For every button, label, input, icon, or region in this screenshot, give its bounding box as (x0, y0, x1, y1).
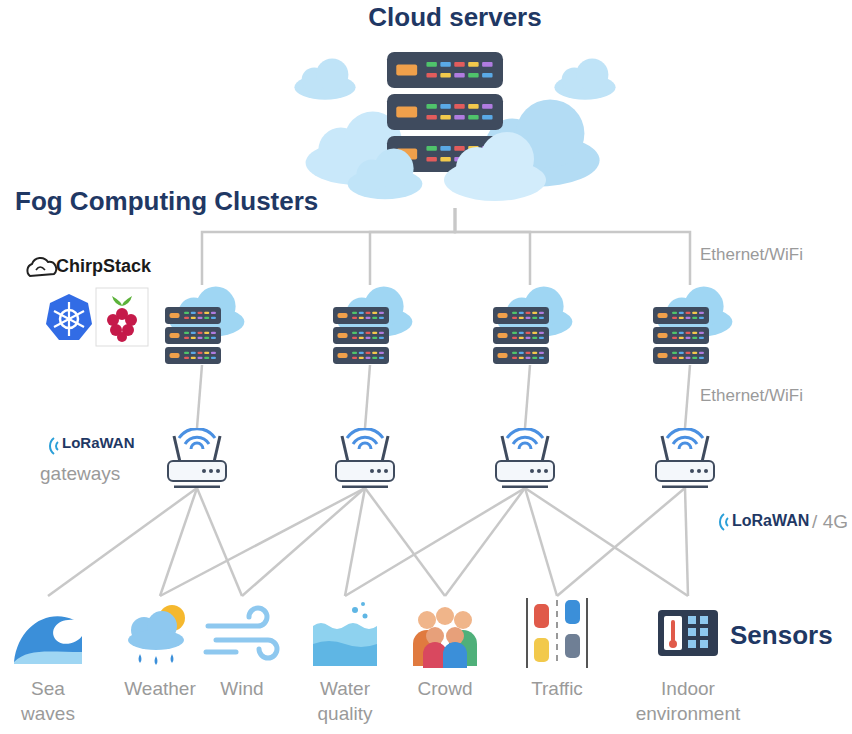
link-label: Ethernet/WiFi (700, 386, 803, 406)
sensor-node: Weather (114, 596, 206, 726)
gateway-node (330, 428, 400, 488)
section-heading: Fog Computing Clusters (15, 186, 318, 217)
cloud-server-icon (265, 40, 645, 210)
gateway-node (650, 428, 720, 488)
sensor-label: Weather (114, 596, 206, 701)
network-link (455, 208, 690, 285)
fog-cluster-icon (485, 285, 575, 365)
network-link (445, 488, 525, 596)
sensor-node: Crowd (403, 596, 487, 726)
fog-cluster-node (645, 285, 735, 365)
node-heading: Cloud servers (265, 2, 645, 33)
fog-cluster-icon (645, 285, 735, 365)
sensor-node: Water quality (295, 596, 395, 726)
section-heading: Sensors (730, 620, 833, 651)
sensor-icon (120, 596, 200, 670)
sensor-label: Wind (205, 596, 279, 701)
fog-cluster-node (325, 285, 415, 365)
lorawan-gateway-icon (162, 428, 232, 488)
sensor-node: Sea waves (6, 596, 90, 726)
sensor-label: Crowd (403, 596, 487, 701)
lorawan-logo-waves (50, 438, 58, 454)
sensor-node: Indoor environment (625, 596, 751, 726)
network-link (525, 488, 688, 596)
raspberry-pi-logo (96, 288, 148, 346)
sensor-icon (202, 596, 282, 670)
network-link (685, 365, 690, 428)
network-link (525, 365, 530, 428)
sensor-label: Indoor environment (625, 596, 751, 726)
network-link (557, 488, 685, 596)
kubernetes-logo (46, 294, 92, 340)
network-link (525, 488, 557, 596)
network-link (160, 488, 365, 596)
sensor-icon (8, 596, 88, 670)
cloud-server-node: Cloud servers (265, 2, 645, 208)
lorawan-gateway-icon (650, 428, 720, 488)
network-link (197, 365, 202, 428)
network-link (345, 488, 365, 596)
chirpstack-logo-icon (27, 258, 56, 276)
link-label: / 4G (812, 511, 848, 533)
sensor-node: Wind (205, 596, 279, 726)
sensor-icon (305, 596, 385, 670)
fog-cluster-node (157, 285, 247, 365)
lorawan-gateway-icon (330, 428, 400, 488)
sensor-icon (648, 596, 728, 670)
sensor-label: Water quality (295, 596, 395, 726)
network-link (202, 208, 455, 285)
network-link (242, 488, 365, 596)
lorawan-gateway-icon (490, 428, 560, 488)
network-link (365, 365, 370, 428)
layer-label: gateways (40, 463, 120, 485)
sensor-node: Traffic (515, 596, 599, 726)
network-link (370, 208, 455, 285)
link-label: Ethernet/WiFi (700, 245, 803, 265)
lorawan-logo-text: LoRaWAN (732, 512, 809, 530)
gateway-node (162, 428, 232, 488)
lorawan-logo-text: LoRaWAN (62, 434, 135, 451)
sensor-label: Traffic (515, 596, 599, 701)
network-link (685, 488, 688, 596)
fog-cluster-icon (157, 285, 247, 365)
sensor-icon (517, 596, 597, 670)
network-link (455, 208, 530, 285)
network-link (197, 488, 242, 596)
fog-cluster-node (485, 285, 575, 365)
network-link (48, 488, 197, 596)
sensor-label: Sea waves (6, 596, 90, 726)
lorawan-logo-waves (720, 514, 728, 530)
chirpstack-logo-text: ChirpStack (56, 256, 151, 277)
gateway-node (490, 428, 560, 488)
network-link (345, 488, 525, 596)
fog-cluster-icon (325, 285, 415, 365)
sensor-icon (405, 596, 485, 670)
